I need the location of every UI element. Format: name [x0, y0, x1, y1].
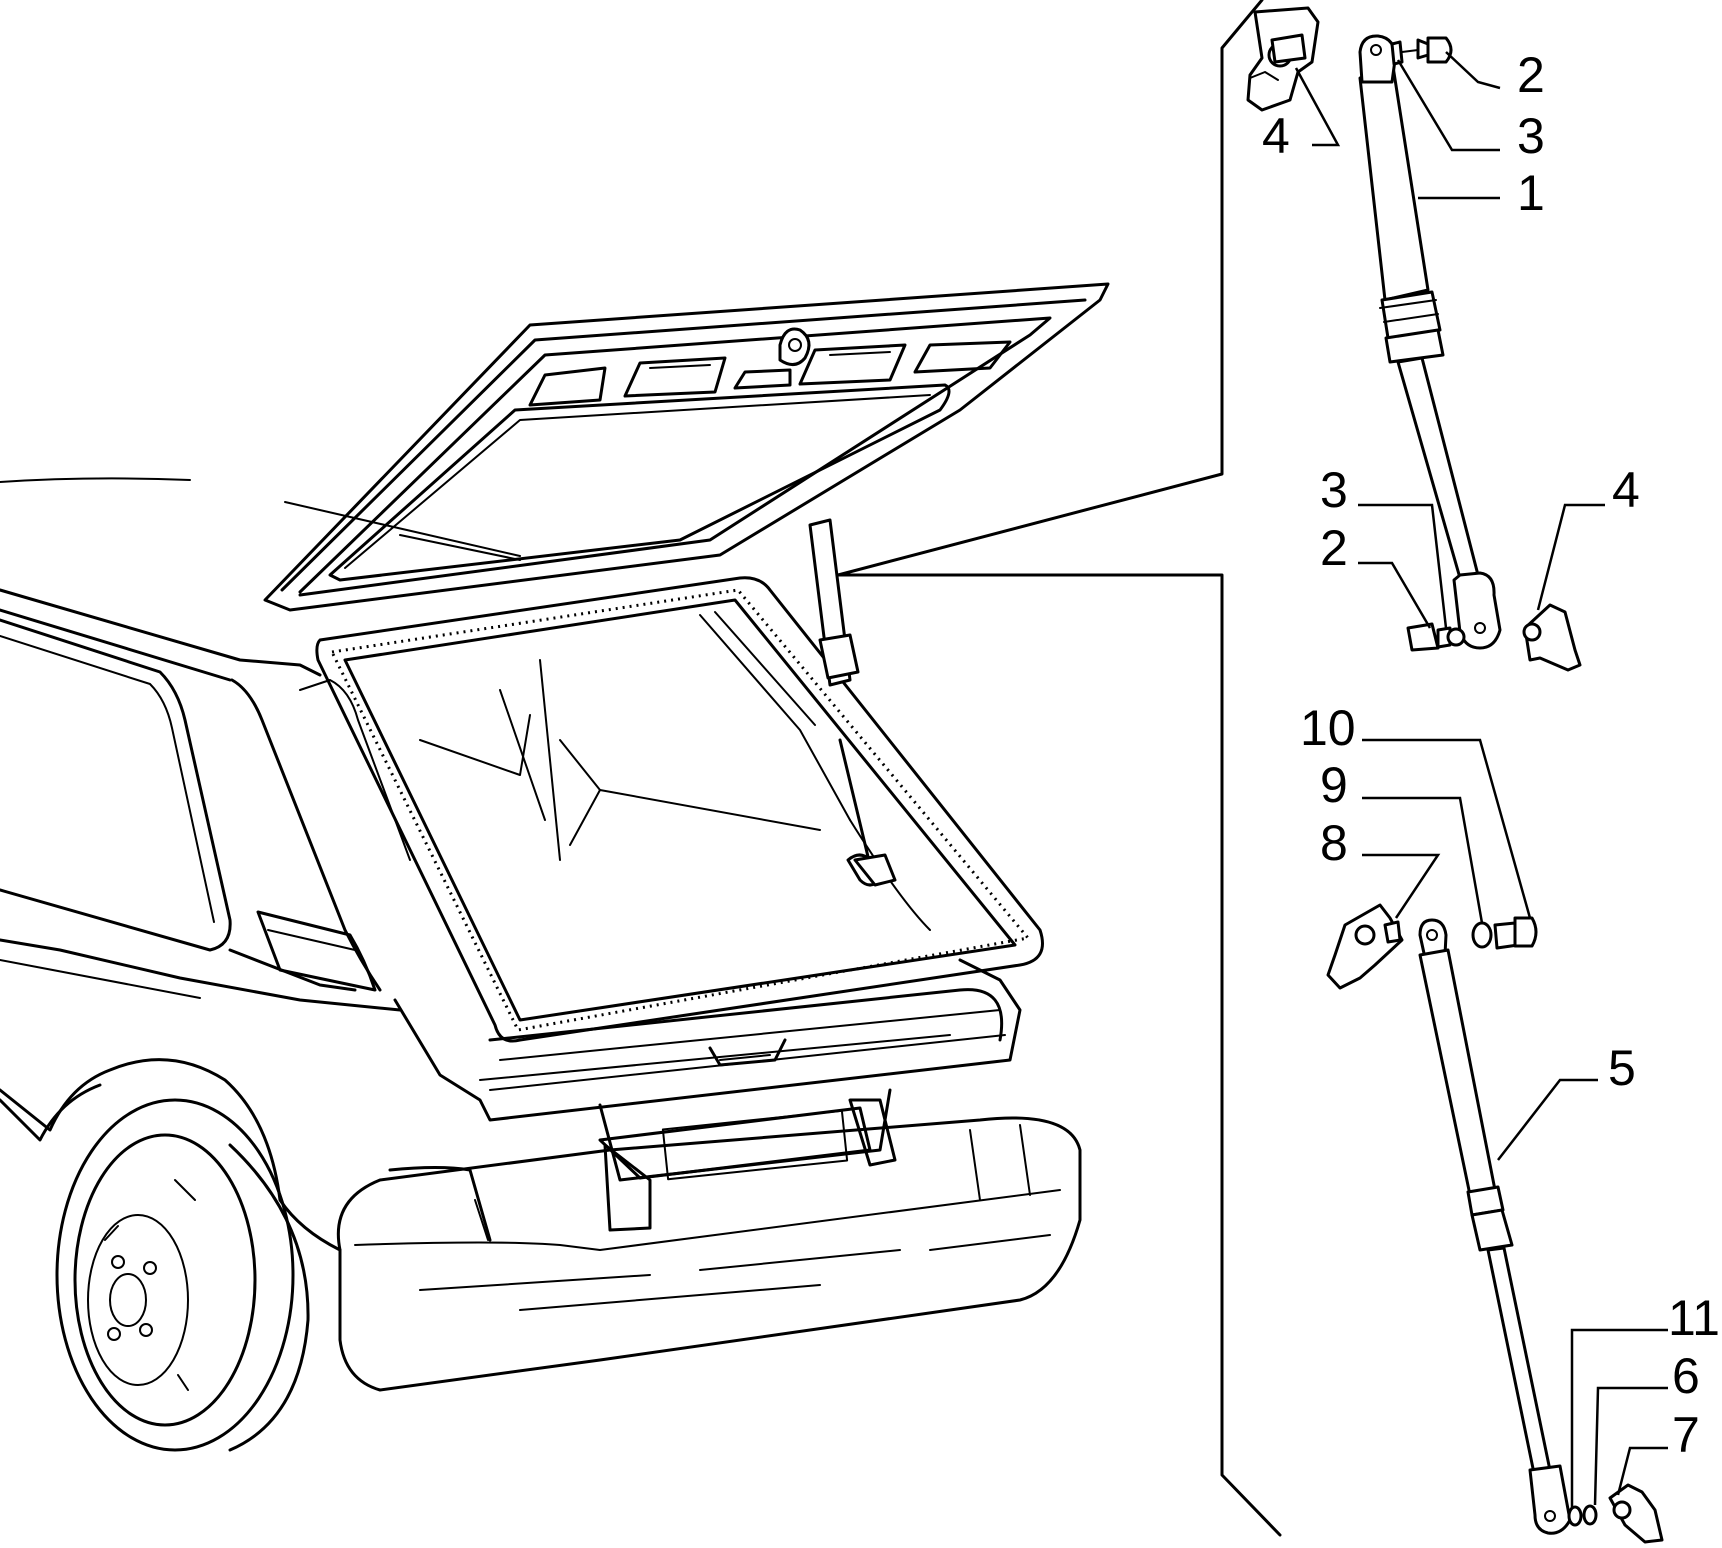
callout-label: 3	[1517, 108, 1545, 164]
callout-label: 3	[1320, 462, 1348, 518]
callout-label: 8	[1320, 815, 1348, 871]
callout-label: 6	[1672, 1348, 1700, 1404]
callout-label: 10	[1300, 700, 1356, 756]
callout-label: 2	[1517, 47, 1545, 103]
callout-label: 2	[1320, 520, 1348, 576]
tailgate-open	[263, 282, 1110, 887]
car-illustration	[0, 477, 1082, 1452]
callout-labels: 2 3 1 4 3 2 4 10 9 8 5 11 6 7	[1262, 47, 1720, 1463]
lower-strut-assembly	[1326, 903, 1664, 1544]
callout-label: 11	[1668, 1290, 1720, 1346]
callout-label: 5	[1608, 1040, 1636, 1096]
callout-label: 1	[1517, 165, 1545, 221]
callout-leaders	[1294, 51, 1668, 1508]
upper-strut-assembly	[1246, 6, 1582, 672]
callout-label: 4	[1612, 462, 1640, 518]
tailgate-seal	[315, 576, 1044, 1043]
callout-label: 4	[1262, 108, 1290, 164]
exploded-view-bracket	[836, 0, 1282, 1537]
callout-label: 9	[1320, 757, 1348, 813]
callout-label: 7	[1672, 1407, 1700, 1463]
